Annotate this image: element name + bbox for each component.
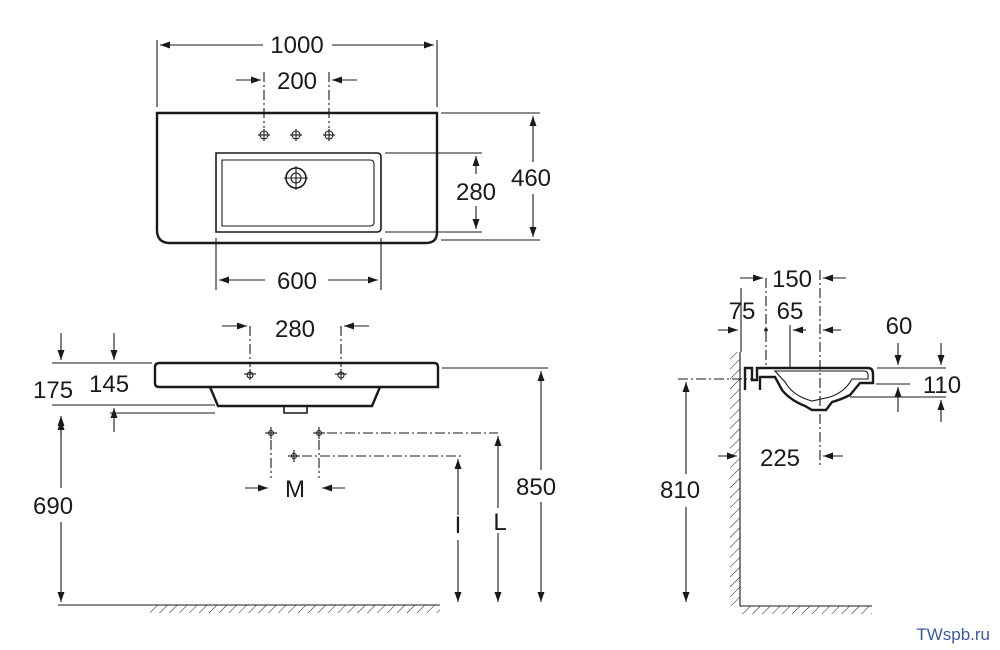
supply-point-left-icon — [265, 427, 277, 439]
top-view: 1000 200 460 280 — [155, 32, 551, 295]
dim-hole-spacing-top-label: 200 — [277, 68, 317, 95]
dimension-hole-spacing-front: 280 — [222, 316, 369, 367]
basin-outline-front — [153, 361, 440, 389]
dim-depth-label: 460 — [511, 165, 551, 192]
dim-bottom-height-label: 690 — [33, 493, 73, 520]
basin-profile-side — [743, 366, 875, 412]
dimension-m: M — [245, 476, 345, 503]
floor-front — [58, 604, 440, 613]
tap-hole-left-icon — [258, 129, 270, 141]
dimension-bowl-depth: 280 — [385, 152, 496, 233]
drain-icon — [284, 166, 308, 190]
bowl-outline-front — [208, 386, 382, 408]
dim-projection-label: 150 — [772, 266, 812, 293]
front-view: 280 175 145 690 850 — [33, 316, 556, 613]
dimension-bottom-height: 690 — [33, 420, 73, 602]
tap-hole-front-right-icon — [335, 369, 347, 380]
basin-outline-top — [155, 111, 439, 245]
dim-bowl-width-label: 600 — [277, 268, 317, 295]
dim-l-label: L — [493, 509, 506, 536]
basin-inner-side — [773, 370, 869, 402]
drain-outlet-front — [283, 406, 308, 414]
dim-rim-offset-label: 175 — [33, 377, 73, 404]
dimension-fixing-height: 810 — [660, 378, 752, 602]
dimension-drain-offset: 225 — [718, 445, 843, 472]
bowl-outer-top — [215, 152, 382, 233]
dim-tap-offset-label: 65 — [777, 298, 804, 325]
dim-fixing-height-label: 810 — [660, 477, 700, 504]
dim-m-label: M — [285, 476, 305, 503]
dim-rim-thickness-label: 60 — [886, 313, 913, 340]
dimension-bowl-width: 600 — [215, 238, 382, 295]
dim-bowl-offset-label: 145 — [89, 371, 129, 398]
side-view: 150 75 65 60 110 2 — [660, 266, 961, 614]
waste-point-icon — [288, 450, 300, 462]
dimension-depth: 460 — [441, 112, 551, 241]
watermark: TWspb.ru — [916, 625, 990, 644]
dim-width-label: 1000 — [270, 32, 323, 59]
dim-drain-offset-label: 225 — [760, 445, 800, 472]
dimension-rim-offsets: 175 145 — [33, 333, 215, 435]
dimension-projection: 150 — [740, 266, 846, 465]
dimension-hole-spacing-top: 200 — [236, 68, 357, 128]
tap-hole-right-icon — [323, 129, 335, 141]
dimension-width: 1000 — [156, 32, 438, 107]
dimension-rim-thickness: 60 110 — [850, 313, 961, 422]
tap-hole-center-icon — [290, 129, 302, 141]
bowl-inner-top — [221, 159, 375, 227]
dim-rim-height-label: 850 — [516, 474, 556, 501]
dimension-i: I — [454, 459, 462, 602]
wall-section — [730, 352, 872, 614]
tap-hole-front-left-icon — [244, 369, 256, 380]
dim-wall-offset-label: 75 — [729, 298, 756, 325]
dim-bowl-depth-label: 280 — [456, 179, 496, 206]
supply-point-right-icon — [313, 427, 325, 439]
dimension-tap-offsets: 75 65 — [718, 288, 841, 367]
dimension-rim-height: 850 — [442, 367, 556, 602]
dimension-l: L — [493, 436, 507, 602]
dim-basin-height-label: 110 — [923, 372, 961, 399]
dim-i-label: I — [455, 512, 462, 539]
dim-hole-spacing-front-label: 280 — [275, 316, 315, 343]
